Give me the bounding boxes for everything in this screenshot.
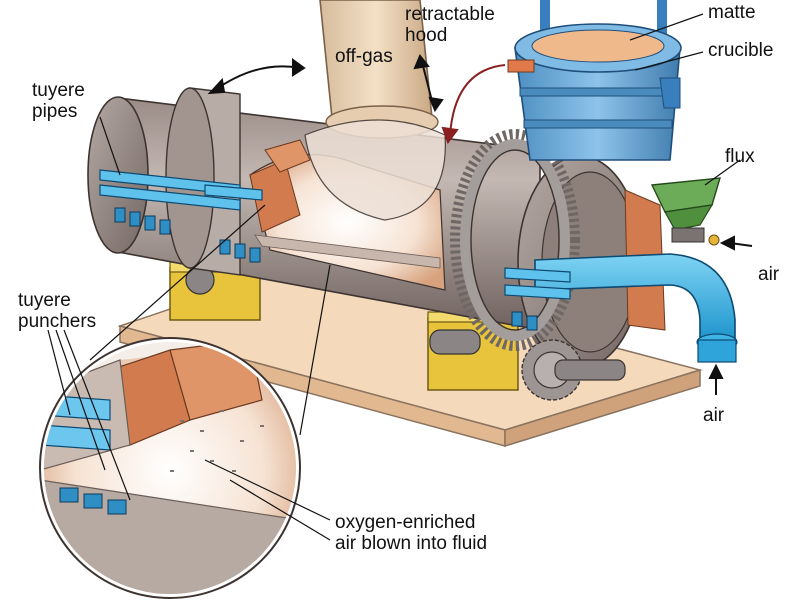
label-air-bottom: air (703, 405, 725, 426)
arrows (207, 54, 753, 395)
flux-hopper (650, 177, 721, 246)
tuyere-pipes (99, 169, 571, 331)
label-oxygen-enriched: oxygen-enriched air blown into fluid (335, 512, 488, 554)
label-off-gas: off-gas (335, 46, 393, 67)
label-retractable-hood: retractable hood (405, 4, 495, 46)
leader-lines (47, 13, 741, 541)
label-tuyere-pipes: tuyere pipes (32, 80, 85, 122)
retractable-hood (304, 0, 446, 221)
label-matte: matte (708, 2, 756, 23)
particles (170, 410, 264, 472)
drive-pinion (521, 339, 626, 401)
air-pipe (534, 253, 738, 363)
gear-ring (450, 129, 580, 351)
label-air-right: air (758, 264, 780, 285)
inset-magnifier (39, 337, 301, 599)
label-flux: flux (725, 146, 755, 167)
crucible (507, 0, 682, 161)
label-tuyere-punchers: tuyere punchers (18, 290, 97, 332)
label-crucible: crucible (708, 40, 774, 61)
